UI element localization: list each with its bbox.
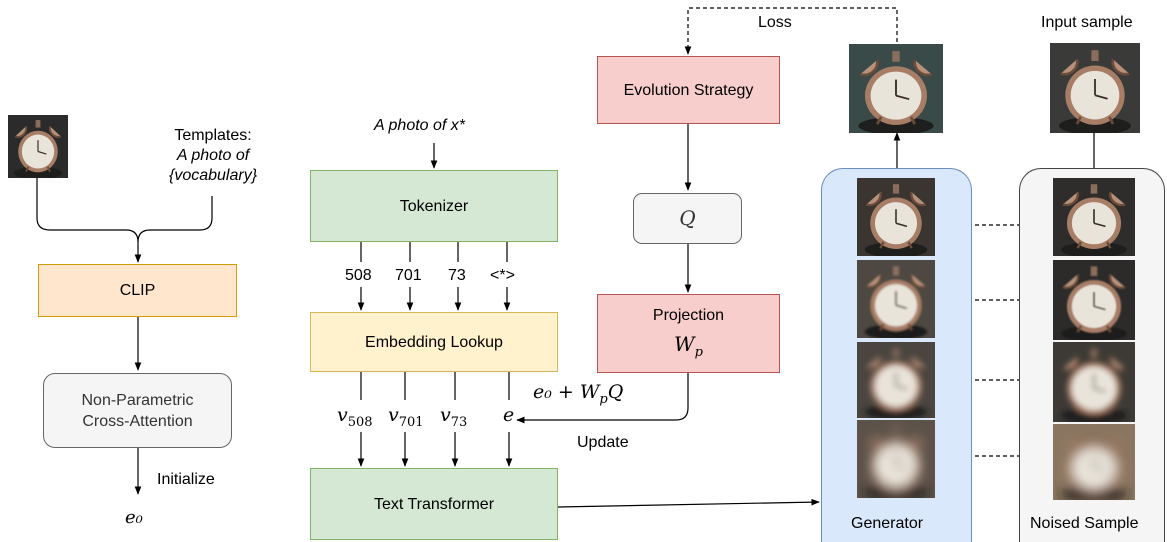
vector-v508: v508 (337, 405, 373, 433)
templates-caption: Templates: A photo of {vocabulary} (146, 126, 280, 186)
generator-step-2 (857, 260, 935, 338)
evolution-strategy-label: Evolution Strategy (623, 81, 754, 99)
update-formula-sub: p (599, 391, 608, 407)
alarm-clock-image (1061, 430, 1127, 500)
evolution-strategy-box: Evolution Strategy (597, 56, 780, 124)
generator-step-4 (857, 420, 935, 498)
loss-feedback-arrow (684, 7, 898, 55)
noised-step-4 (1053, 424, 1135, 500)
token-id-placeholder: <*> (490, 267, 515, 284)
projection-wp: Wp (674, 331, 703, 363)
alarm-clock-image (1061, 266, 1127, 340)
vector-v73-base: v (440, 404, 451, 426)
projection-wp-base: W (674, 331, 695, 356)
noised-step-3 (1053, 342, 1135, 422)
embedding-lookup-box: Embedding Lookup (310, 312, 558, 372)
vector-v73: v73 (440, 405, 467, 433)
text-transformer-box: Text Transformer (310, 468, 558, 540)
embedding-lookup-label: Embedding Lookup (365, 333, 503, 351)
generator-output-photo (849, 44, 943, 133)
projection-label: Projection (652, 306, 725, 324)
noised-sample-label: Noised Sample (1030, 515, 1139, 532)
generator-step-3 (857, 342, 935, 418)
alarm-clock-image (864, 266, 928, 338)
projection-wp-sub: p (694, 344, 703, 360)
alarm-clock-image (14, 120, 62, 178)
token-id-508: 508 (345, 267, 372, 284)
update-formula: e₀ + WpQ (533, 382, 623, 410)
prompt-label: A photo of x* (374, 117, 466, 134)
templates-to-clip-connector (137, 196, 213, 243)
transformer-to-generator-arrow (557, 498, 820, 508)
text-transformer-label: Text Transformer (373, 495, 495, 513)
alarm-clock-image (1059, 50, 1131, 133)
alarm-clock-image (864, 184, 928, 256)
photo-to-clip-connector (36, 178, 142, 263)
alarm-clock-image (1061, 348, 1127, 422)
vector-v701-base: v (388, 404, 399, 426)
q-box: Q (633, 193, 742, 244)
token-id-701: 701 (395, 267, 422, 284)
cross-attention-box: Non-Parametric Cross-Attention (43, 373, 232, 448)
generator-label: Generator (851, 515, 924, 532)
vector-v73-sub: 73 (450, 414, 468, 430)
vector-v508-base: v (337, 404, 348, 426)
update-formula-prefix: e₀ + W (533, 381, 600, 403)
tokenizer-box: Tokenizer (310, 170, 558, 242)
clip-box: CLIP (38, 264, 237, 317)
generator-step-1 (857, 178, 935, 256)
cross-attention-line-1: Non-Parametric (81, 391, 194, 409)
projection-update-arrow (516, 373, 689, 424)
vector-v508-sub: 508 (347, 414, 373, 430)
noised-step-1 (1053, 178, 1135, 256)
clip-input-photo (8, 115, 68, 178)
clip-label: CLIP (119, 282, 156, 299)
input-sample-label: Input sample (1041, 14, 1133, 31)
input-sample-photo (1050, 43, 1140, 133)
token-id-73: 73 (448, 267, 466, 284)
update-formula-suffix: Q (607, 381, 624, 403)
alarm-clock-image (858, 51, 934, 133)
update-label: Update (577, 434, 629, 451)
templates-line-2: {vocabulary} (168, 167, 258, 184)
alarm-clock-image (1061, 184, 1127, 256)
loss-label: Loss (758, 14, 792, 31)
alarm-clock-image (864, 426, 928, 498)
vector-v701: v701 (388, 405, 424, 433)
projection-box: Projection Wp (597, 294, 780, 373)
templates-heading: Templates: (174, 127, 252, 144)
alarm-clock-image (864, 348, 928, 418)
cross-attention-line-2: Cross-Attention (82, 412, 193, 430)
noised-step-2 (1053, 260, 1135, 340)
tokenizer-label: Tokenizer (399, 197, 469, 215)
vector-e: e (503, 404, 515, 426)
e0-label: e₀ (125, 507, 143, 528)
vector-v701-sub: 701 (398, 414, 424, 430)
initialize-label: Initialize (157, 471, 215, 488)
templates-line-1: A photo of (176, 147, 250, 164)
q-label: Q (679, 206, 696, 230)
